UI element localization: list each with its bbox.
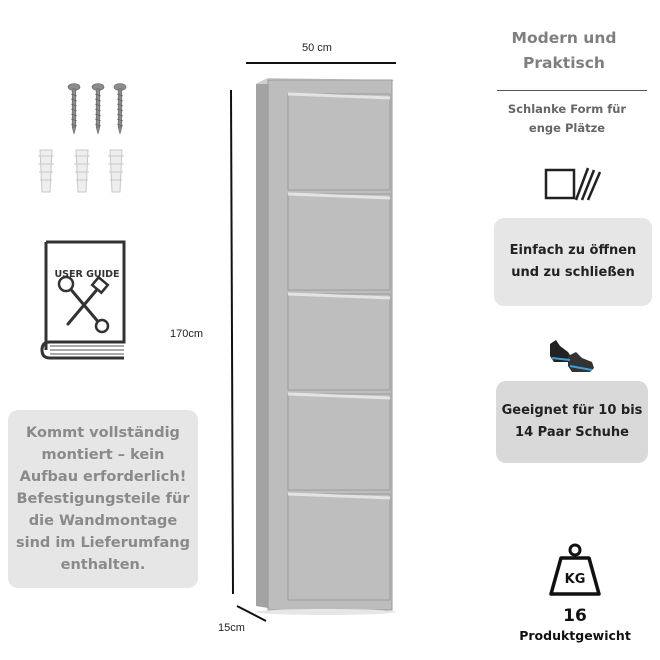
screws-icon — [67, 83, 127, 134]
height-label: 170cm — [170, 328, 204, 340]
drawer-4 — [287, 392, 391, 491]
shoe-cabinet — [256, 78, 396, 615]
drawer-3 — [287, 292, 391, 391]
drawer-1 — [287, 92, 391, 191]
slim-shape-icon — [544, 167, 602, 201]
headline: Modern und Praktisch — [511, 29, 617, 72]
capacity-text: Geeignet für 10 bis 14 Paar Schuhe — [501, 403, 643, 440]
capacity-box: Geeignet für 10 bis 14 Paar Schuhe — [496, 381, 648, 463]
weight-kg-icon: KG — [547, 542, 603, 598]
easy-open-text: Einfach zu öffnen und zu schließen — [509, 243, 637, 280]
user-guide-icon: USER GUIDE — [38, 240, 130, 362]
shoes-icon — [550, 340, 594, 372]
weight-value: 16 — [563, 606, 587, 626]
subline: Schlanke Form für enge Plätze — [507, 102, 627, 135]
manual-title: USER GUIDE — [54, 269, 120, 280]
width-label: 50 cm — [302, 42, 332, 54]
weight-label: Produktgewicht — [519, 628, 631, 643]
drawer-5 — [287, 492, 391, 601]
assembly-info-text: Kommt vollständig montiert – kein Aufbau… — [15, 425, 191, 573]
weight-icon-text: KG — [564, 572, 586, 587]
wall-plugs-icon — [38, 149, 124, 193]
depth-label: 15cm — [218, 622, 245, 634]
divider — [497, 90, 647, 91]
drawer-stack — [287, 92, 391, 601]
drawer-2 — [287, 192, 391, 291]
easy-open-box: Einfach zu öffnen und zu schließen — [494, 218, 652, 306]
assembly-info-box: Kommt vollständig montiert – kein Aufbau… — [8, 410, 198, 588]
